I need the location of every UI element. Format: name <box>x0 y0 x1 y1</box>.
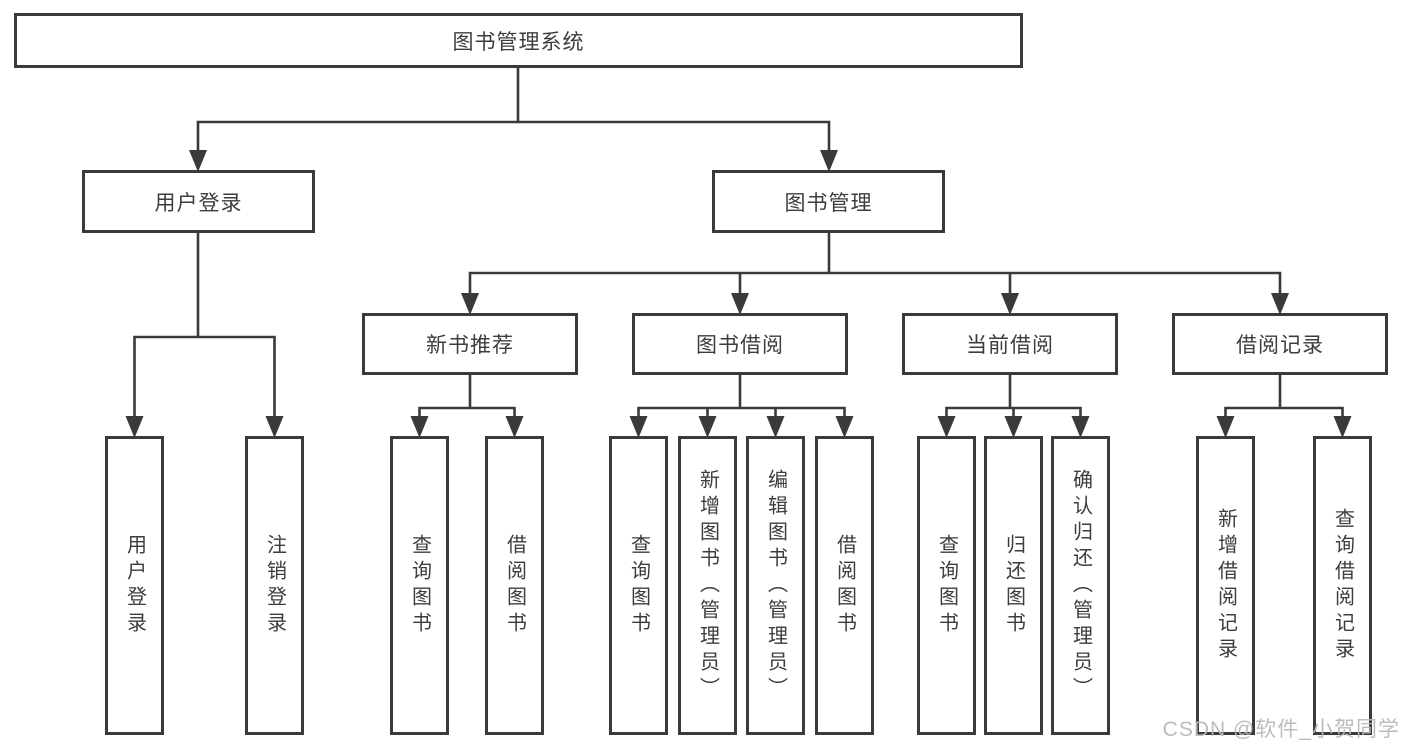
node-book-borrowing: 图书借阅 <box>632 313 848 375</box>
node-current-borrowing: 当前借阅 <box>902 313 1118 375</box>
node-root-library-management-system: 图书管理系统 <box>14 13 1023 68</box>
node-leaf-borrow-books: 借阅图书 <box>815 436 874 735</box>
node-leaf-edit-books-admin: 编辑图书（管理员） <box>746 436 805 735</box>
node-leaf-user-login: 用户登录 <box>105 436 164 735</box>
csdn-watermark: CSDN @软件_小贺同学 <box>1162 718 1400 741</box>
node-leaf-query-books-borrow: 查询图书 <box>609 436 668 735</box>
node-leaf-query-borrow-record: 查询借阅记录 <box>1313 436 1372 735</box>
node-leaf-return-books: 归还图书 <box>984 436 1043 735</box>
node-leaf-confirm-return-admin: 确认归还（管理员） <box>1051 436 1110 735</box>
node-leaf-borrow-books-recommend: 借阅图书 <box>485 436 544 735</box>
node-leaf-add-borrow-record: 新增借阅记录 <box>1196 436 1255 735</box>
node-leaf-query-books-current: 查询图书 <box>917 436 976 735</box>
node-leaf-logout: 注销登录 <box>245 436 304 735</box>
node-leaf-query-books-recommend: 查询图书 <box>390 436 449 735</box>
node-leaf-add-books-admin: 新增图书（管理员） <box>678 436 737 735</box>
node-new-book-recommendation: 新书推荐 <box>362 313 578 375</box>
node-user-login: 用户登录 <box>82 170 315 233</box>
node-borrowing-records: 借阅记录 <box>1172 313 1388 375</box>
node-book-management: 图书管理 <box>712 170 945 233</box>
